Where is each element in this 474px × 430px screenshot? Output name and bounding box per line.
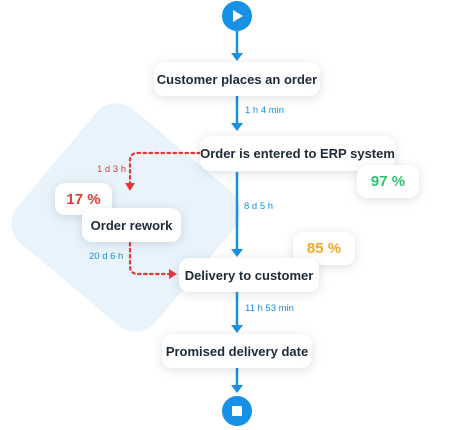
start-node[interactable] <box>222 1 252 31</box>
node-customer-order[interactable]: Customer places an order <box>154 62 320 96</box>
badge-delivery-rate: 85 % <box>293 232 355 265</box>
play-icon <box>233 10 243 22</box>
duration-erp-to-delivery: 8 d 5 h <box>244 201 274 212</box>
duration-order-to-erp: 1 h 4 min <box>245 105 285 116</box>
arrowhead-delivery <box>231 249 243 257</box>
node-erp-entry-label: Order is entered to ERP system <box>200 146 395 161</box>
node-customer-order-label: Customer places an order <box>156 71 318 87</box>
arrowhead-rework <box>125 183 135 191</box>
node-promised-date[interactable]: Promised delivery date <box>162 334 312 368</box>
connector-rework-to-delivery <box>128 241 172 276</box>
connector-erp-to-rework <box>128 151 202 186</box>
stop-icon <box>232 406 242 416</box>
arrowhead-promised <box>231 325 243 333</box>
arrowhead-delivery-rework <box>169 269 177 279</box>
duration-rework-to-delivery: 20 d 6 h <box>89 251 124 262</box>
node-order-rework[interactable]: Order rework <box>82 208 181 242</box>
node-promised-date-label: Promised delivery date <box>165 343 309 359</box>
node-delivery[interactable]: Delivery to customer <box>179 258 319 292</box>
node-order-rework-label: Order rework <box>90 217 173 233</box>
duration-erp-to-rework: 1 d 3 h <box>97 164 127 175</box>
arrowhead-order <box>231 53 243 61</box>
badge-erp-rate: 97 % <box>357 165 419 198</box>
end-node[interactable] <box>222 396 252 426</box>
arrowhead-end <box>231 385 243 393</box>
node-delivery-label: Delivery to customer <box>184 267 314 283</box>
arrowhead-erp <box>231 123 243 131</box>
duration-delivery-to-promised: 11 h 53 min <box>245 303 294 314</box>
